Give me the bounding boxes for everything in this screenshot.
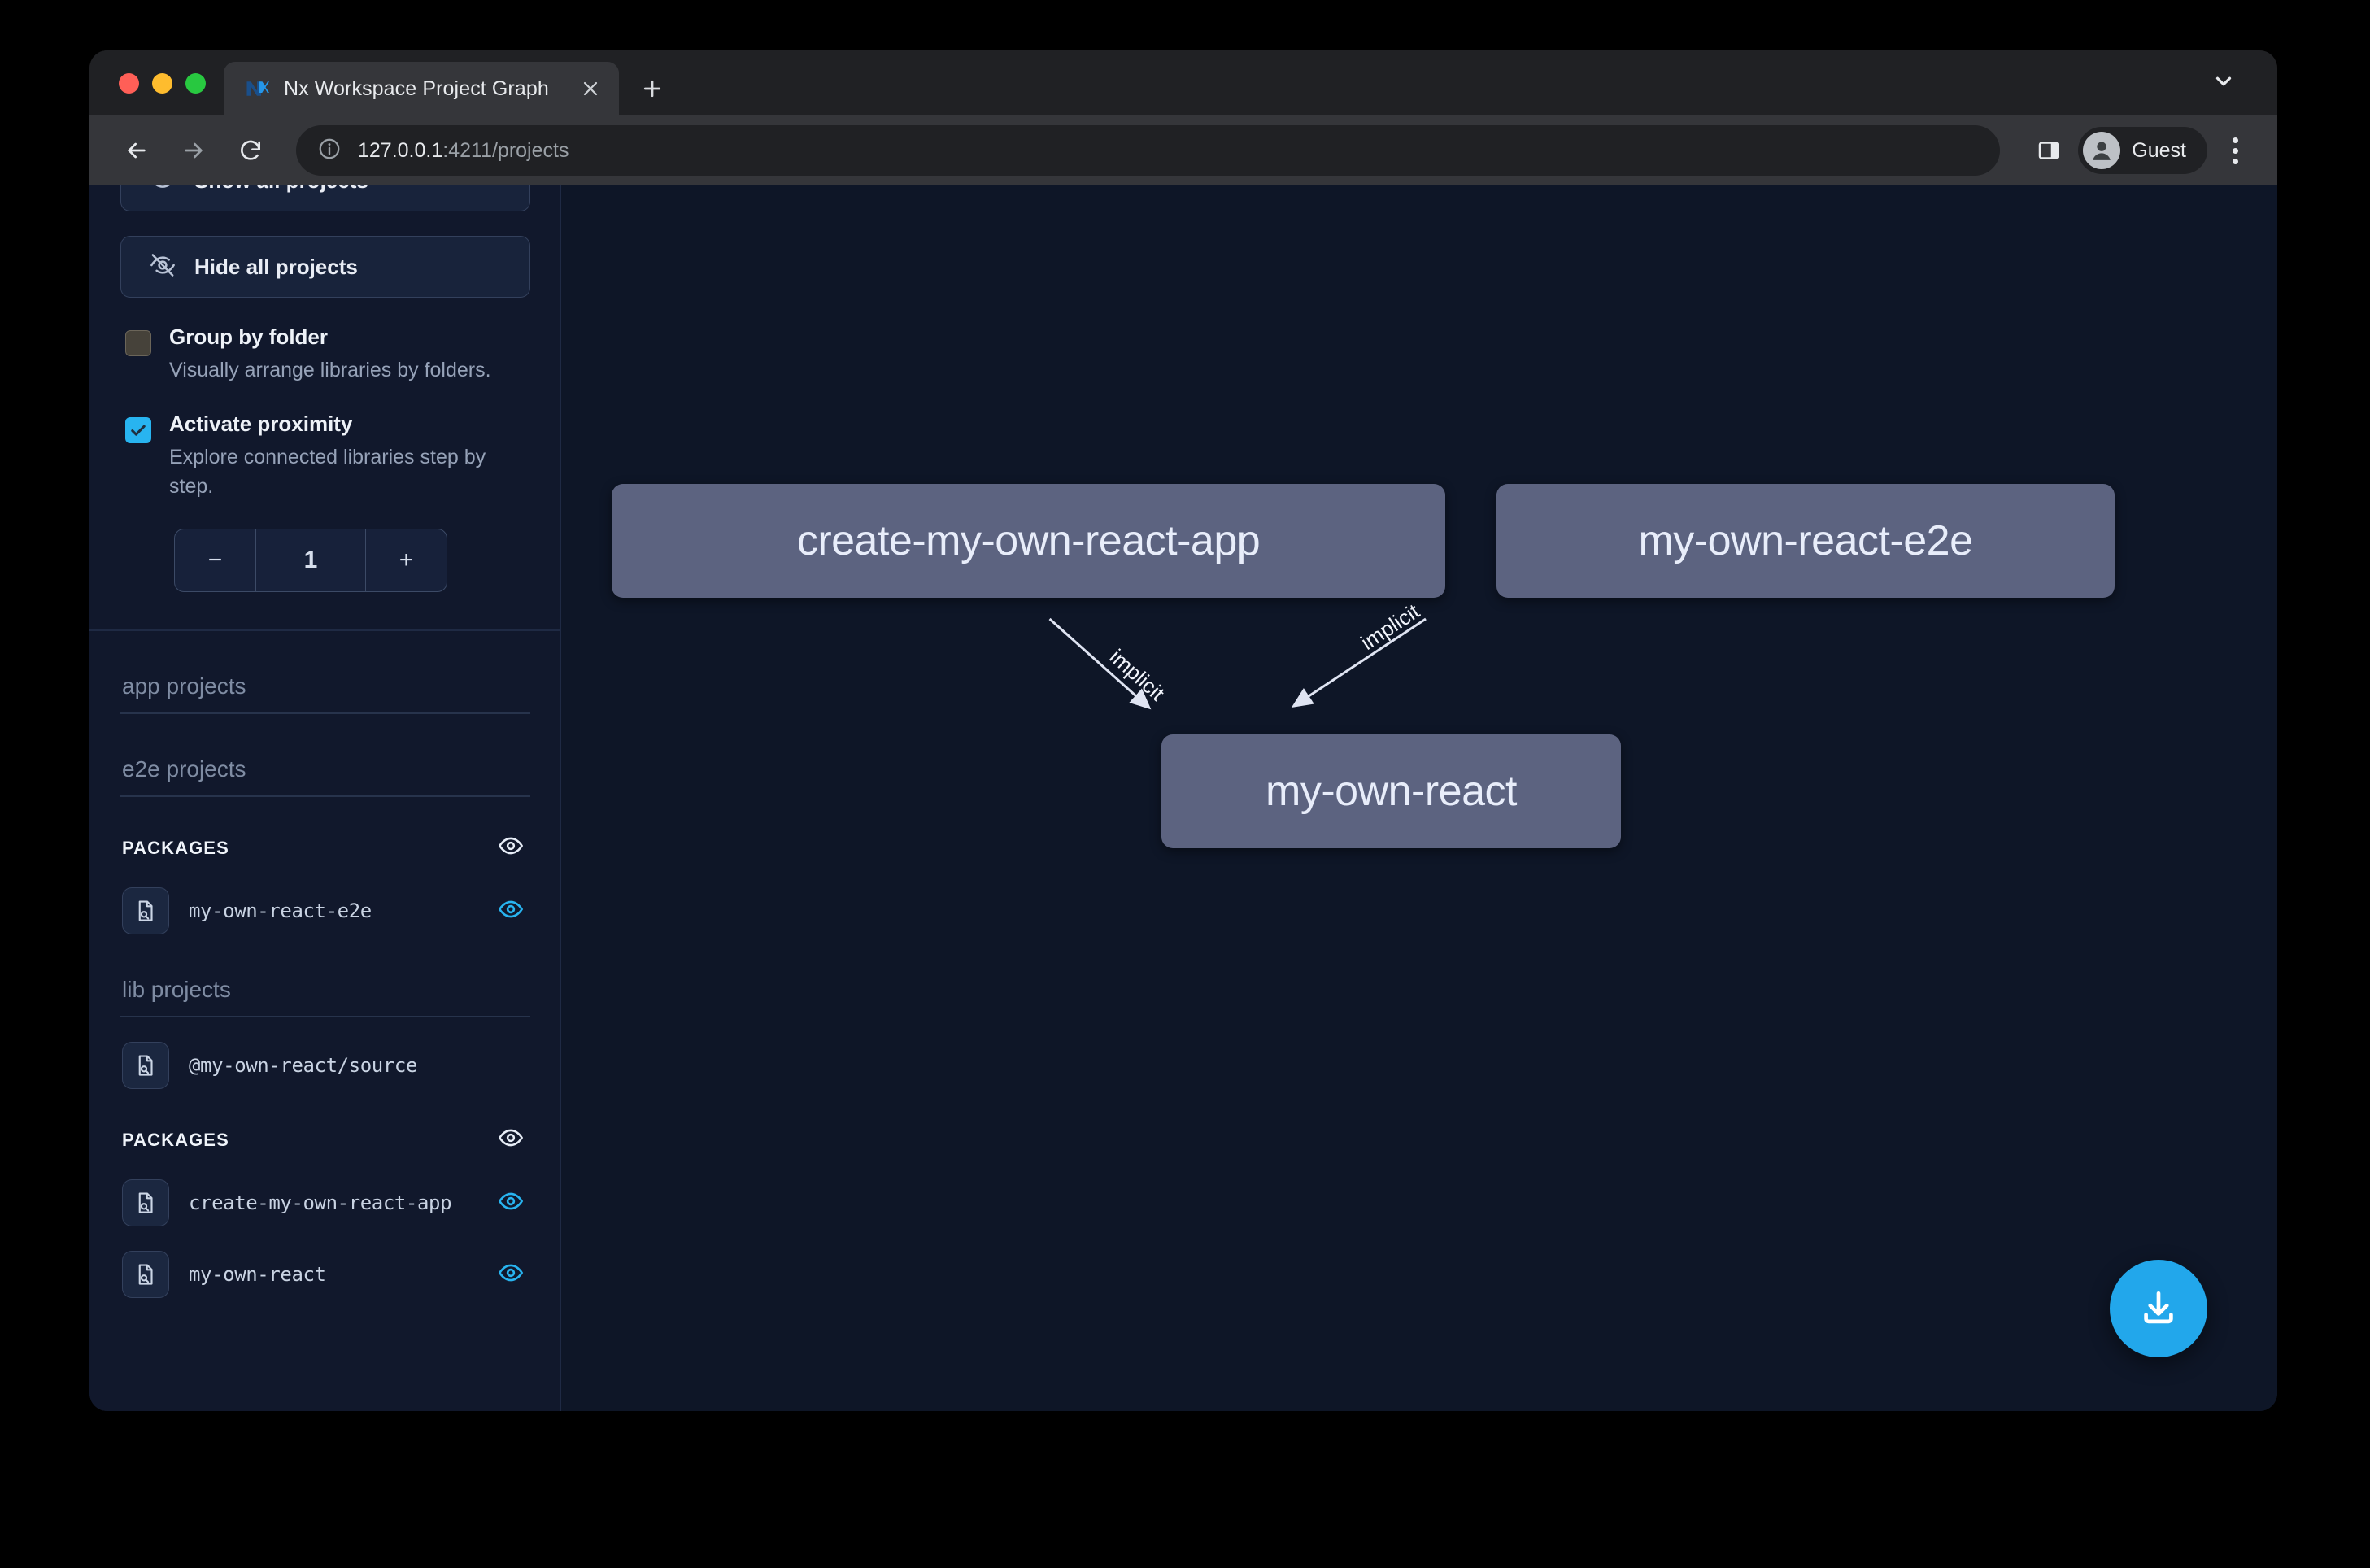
- group-header-packages-lib[interactable]: PACKAGES: [120, 1089, 530, 1155]
- graph-node-my-own-react-e2e[interactable]: my-own-react-e2e: [1496, 484, 2115, 598]
- window-close-button[interactable]: [119, 73, 139, 94]
- graph-node-label: create-my-own-react-app: [797, 516, 1260, 565]
- nx-graph-page: Show all projects Hide all projects: [89, 185, 2277, 1411]
- activate-proximity-text: Activate proximity Explore connected lib…: [169, 412, 511, 501]
- project-name: create-my-own-react-app: [189, 1191, 478, 1214]
- project-graph-canvas[interactable]: implicit implicit create-my-own-react-ap…: [561, 185, 2277, 1411]
- tab-strip: Nx Workspace Project Graph: [89, 50, 2277, 115]
- activate-proximity-description: Explore connected libraries step by step…: [169, 443, 511, 501]
- option-group-by-folder[interactable]: Group by folder Visually arrange librari…: [120, 325, 530, 385]
- project-name: @my-own-react/source: [189, 1054, 524, 1077]
- browser-tab[interactable]: Nx Workspace Project Graph: [224, 62, 619, 115]
- profile-button[interactable]: Guest: [2078, 127, 2207, 174]
- show-all-projects-button[interactable]: Show all projects: [120, 185, 530, 211]
- activate-proximity-checkbox[interactable]: [125, 417, 151, 443]
- address-host: 127.0.0.1: [358, 139, 442, 162]
- tab-title: Nx Workspace Project Graph: [284, 77, 549, 101]
- info-circle-icon[interactable]: [317, 137, 342, 165]
- side-panel-icon[interactable]: [2026, 128, 2072, 173]
- list-item[interactable]: my-own-react-e2e: [120, 863, 530, 934]
- project-name: my-own-react-e2e: [189, 899, 478, 922]
- proximity-value: 1: [256, 529, 365, 591]
- window-maximize-button[interactable]: [185, 73, 206, 94]
- file-search-icon: [122, 1042, 169, 1089]
- option-activate-proximity[interactable]: Activate proximity Explore connected lib…: [120, 412, 530, 501]
- kebab-dot: [2233, 159, 2238, 164]
- activate-proximity-label: Activate proximity: [169, 412, 511, 437]
- file-search-icon: [122, 1179, 169, 1226]
- hide-all-projects-label: Hide all projects: [194, 255, 358, 280]
- kebab-dot: [2233, 137, 2238, 143]
- section-lib-projects-title: lib projects: [120, 934, 530, 1017]
- toolbar-right-cluster: Guest: [2026, 127, 2256, 174]
- chevron-down-icon[interactable]: [2204, 62, 2243, 101]
- nx-logo-icon: [245, 76, 269, 101]
- window-traffic-lights: [111, 50, 224, 115]
- eye-icon[interactable]: [498, 1125, 524, 1155]
- back-button[interactable]: [112, 126, 161, 175]
- group-by-folder-checkbox[interactable]: [125, 330, 151, 356]
- new-tab-button[interactable]: [630, 67, 674, 111]
- sidebar: Show all projects Hide all projects: [89, 185, 561, 1411]
- browser-window: Nx Workspace Project Graph: [89, 50, 2277, 1411]
- kebab-menu-icon[interactable]: [2214, 128, 2256, 173]
- reload-button[interactable]: [226, 126, 275, 175]
- sidebar-scroll-content: Show all projects Hide all projects: [89, 185, 561, 1298]
- group-by-folder-text: Group by folder Visually arrange librari…: [169, 325, 491, 385]
- group-by-folder-label: Group by folder: [169, 325, 491, 350]
- file-search-icon: [122, 887, 169, 934]
- show-all-projects-label: Show all projects: [194, 185, 368, 194]
- group-by-folder-description: Visually arrange libraries by folders.: [169, 356, 491, 385]
- section-app-projects-title: app projects: [120, 631, 530, 714]
- list-item[interactable]: @my-own-react/source: [120, 1017, 530, 1089]
- eye-icon[interactable]: [498, 833, 524, 863]
- eye-icon: [149, 185, 176, 197]
- eye-off-icon: [149, 251, 176, 283]
- proximity-decrement-button[interactable]: −: [175, 529, 256, 591]
- eye-icon[interactable]: [498, 1188, 524, 1218]
- graph-node-create-my-own-react-app[interactable]: create-my-own-react-app: [612, 484, 1445, 598]
- file-search-icon: [122, 1251, 169, 1298]
- proximity-increment-button[interactable]: +: [365, 529, 447, 591]
- list-item[interactable]: my-own-react: [120, 1226, 530, 1298]
- graph-node-my-own-react[interactable]: my-own-react: [1161, 734, 1621, 848]
- forward-button[interactable]: [169, 126, 218, 175]
- address-bar[interactable]: 127.0.0.1:4211/projects: [296, 125, 2000, 176]
- list-item[interactable]: create-my-own-react-app: [120, 1155, 530, 1226]
- group-label: PACKAGES: [122, 1130, 229, 1151]
- group-header-packages-e2e[interactable]: PACKAGES: [120, 797, 530, 863]
- user-avatar-icon: [2083, 132, 2120, 169]
- address-path: :4211/projects: [442, 139, 569, 162]
- download-icon: [2136, 1286, 2181, 1331]
- project-name: my-own-react: [189, 1263, 478, 1286]
- kebab-dot: [2233, 148, 2238, 154]
- section-e2e-projects-title: e2e projects: [120, 714, 530, 797]
- group-label: PACKAGES: [122, 838, 229, 859]
- graph-node-label: my-own-react-e2e: [1638, 516, 1972, 565]
- close-icon[interactable]: [575, 73, 606, 104]
- download-graph-button[interactable]: [2110, 1260, 2207, 1357]
- proximity-stepper[interactable]: − 1 +: [174, 529, 447, 592]
- window-minimize-button[interactable]: [152, 73, 172, 94]
- profile-name: Guest: [2132, 139, 2186, 163]
- eye-icon[interactable]: [498, 896, 524, 926]
- graph-node-label: my-own-react: [1266, 767, 1517, 816]
- browser-toolbar: 127.0.0.1:4211/projects Guest: [89, 115, 2277, 185]
- hide-all-projects-button[interactable]: Hide all projects: [120, 236, 530, 298]
- address-bar-url: 127.0.0.1:4211/projects: [358, 139, 569, 163]
- eye-icon[interactable]: [498, 1260, 524, 1290]
